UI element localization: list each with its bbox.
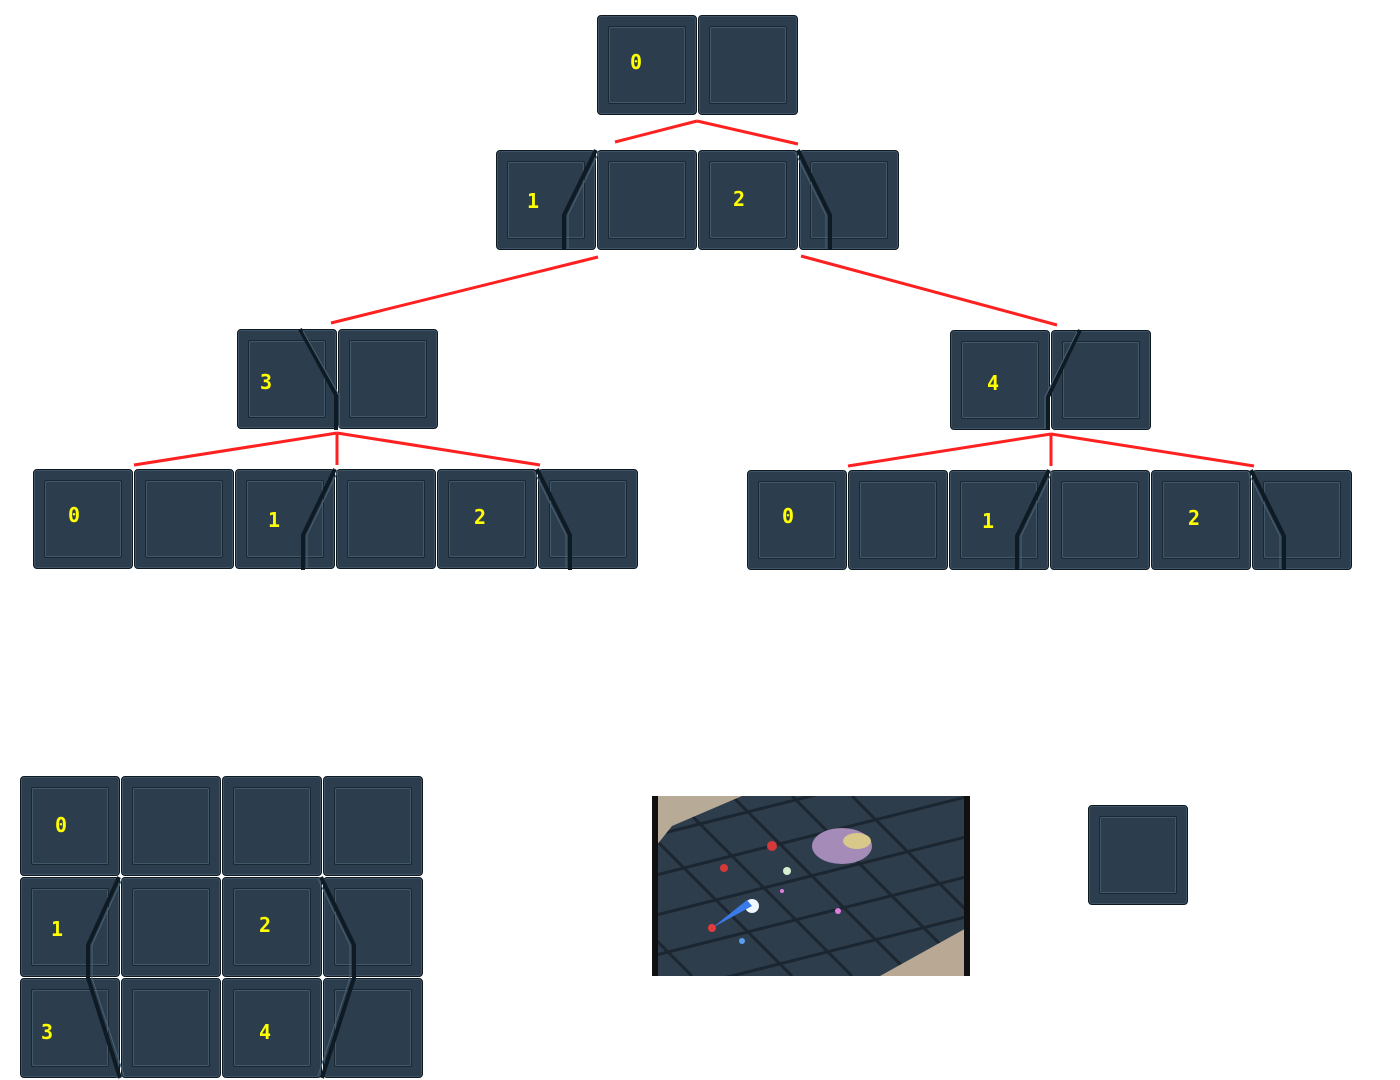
connector-3-leaf0	[133, 431, 338, 467]
tile	[222, 776, 322, 876]
tile	[336, 469, 436, 569]
tile-label: 1	[51, 917, 64, 941]
connector-root-right	[696, 119, 799, 146]
tile: 1	[496, 150, 596, 250]
connector-2-to-4	[800, 254, 1058, 327]
tile	[338, 329, 438, 429]
tile: 0	[20, 776, 120, 876]
tile-label: 4	[987, 371, 1000, 395]
tile	[1252, 470, 1352, 570]
tile	[597, 150, 697, 250]
tile-label: 0	[630, 50, 643, 74]
tile-label: 1	[268, 508, 281, 532]
tile: 0	[33, 469, 133, 569]
tile-label: 0	[55, 813, 68, 837]
tile	[134, 469, 234, 569]
tile	[848, 470, 948, 570]
tile: 4	[222, 978, 322, 1078]
tile	[323, 776, 423, 876]
tile	[799, 150, 899, 250]
tile-label: 2	[474, 505, 487, 529]
tile: 1	[20, 877, 120, 977]
tile: 2	[222, 877, 322, 977]
tile: 3	[237, 329, 337, 429]
connector-root-left	[614, 119, 698, 144]
tile	[698, 15, 798, 115]
tile: 3	[20, 978, 120, 1078]
connector-1-to-3	[330, 255, 599, 325]
tile: 2	[698, 150, 798, 250]
tile	[538, 469, 638, 569]
tile	[121, 877, 221, 977]
tile: 2	[1151, 470, 1251, 570]
tile-label: 4	[259, 1020, 272, 1044]
tile: 0	[597, 15, 697, 115]
tile: 4	[950, 330, 1050, 430]
tile: 1	[949, 470, 1049, 570]
tile-label: 0	[68, 503, 81, 527]
tile-label: 1	[982, 509, 995, 533]
tile	[121, 978, 221, 1078]
game-scene-preview	[652, 796, 970, 976]
tile	[1051, 330, 1151, 430]
tile-label: 3	[260, 370, 273, 394]
tile-label: 3	[41, 1020, 54, 1044]
connector-3-leaf2	[336, 431, 541, 467]
blank-tile	[1088, 805, 1188, 905]
tile-label: 2	[733, 187, 746, 211]
tile	[323, 877, 423, 977]
tile-label: 0	[782, 504, 795, 528]
tile-label: 2	[1188, 506, 1201, 530]
tile: 0	[747, 470, 847, 570]
tile: 2	[437, 469, 537, 569]
tile-label: 2	[259, 913, 272, 937]
tile-label: 1	[527, 189, 540, 213]
tile: 1	[235, 469, 335, 569]
connector-4-leaf0	[847, 432, 1052, 468]
tile	[323, 978, 423, 1078]
tile	[121, 776, 221, 876]
connector-4-leaf2	[1050, 432, 1255, 468]
tile	[1050, 470, 1150, 570]
